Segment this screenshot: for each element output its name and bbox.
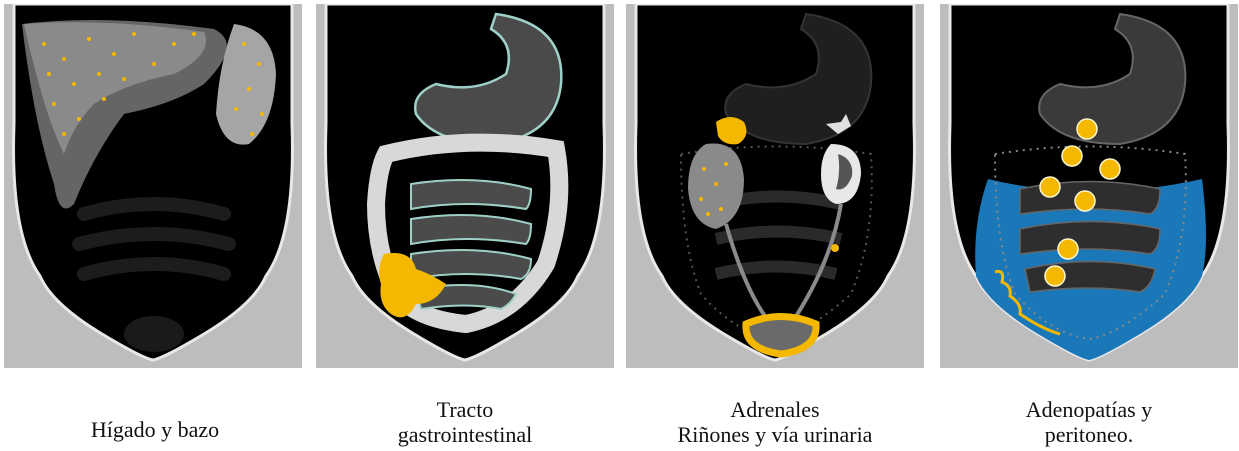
panel-nodes-peritoneum: [940, 4, 1238, 368]
caption-nodes-peritoneum: Adenopatías y peritoneo.: [939, 397, 1239, 447]
panel-gi-tract: [316, 4, 614, 368]
panel-liver-spleen: [4, 4, 302, 368]
caption-adrenals-kidneys: Adrenales Riñones y vía urinaria: [625, 397, 925, 447]
panel-adrenals-kidneys: [626, 4, 924, 368]
caption-gi-tract: Tracto gastrointestinal: [315, 397, 615, 447]
caption-liver-spleen: Hígado y bazo: [5, 417, 305, 442]
